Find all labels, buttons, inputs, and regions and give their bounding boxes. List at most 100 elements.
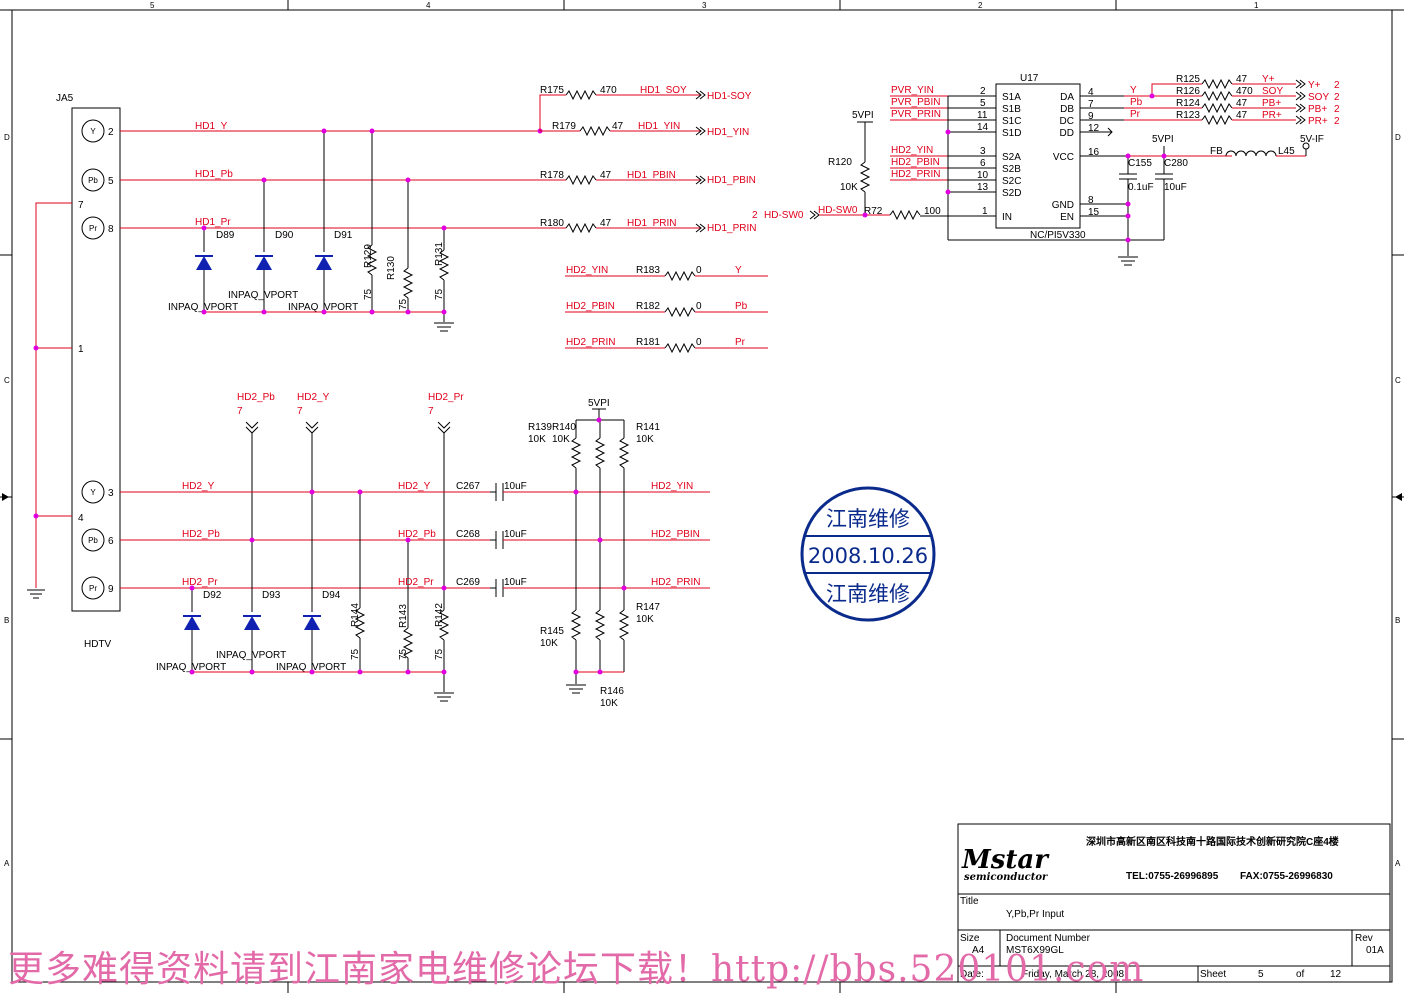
net-label: Pb (735, 301, 748, 312)
ic-pin-number: 2 (980, 86, 986, 97)
net-label: PVR_YIN (891, 85, 934, 96)
resistor-value: 10K (636, 614, 654, 625)
net-label: HD2_Y (398, 481, 431, 492)
resistor-ref: R183 (636, 265, 660, 276)
net-label: HD2_YIN (566, 265, 608, 276)
pin-number: 6 (108, 536, 114, 547)
sheet-date: Friday, March 28, 2008 (1022, 969, 1125, 980)
net-label: HD2_YIN (891, 145, 933, 156)
net-label: HD2_Pb (182, 529, 220, 540)
resistor-value: 10K (552, 434, 570, 445)
tvs-diode-d92 (183, 588, 201, 672)
pin-number: 4 (78, 513, 84, 524)
ic-pin-name: S1A (1002, 92, 1021, 103)
ground-symbol (434, 322, 454, 332)
ic-pin-name: DB (1060, 104, 1074, 115)
stamp-date: 2008.10.26 (808, 544, 928, 568)
resistor-value: 47 (612, 121, 624, 132)
capacitor-ref: C155 (1128, 158, 1152, 169)
capacitor-c155 (1119, 173, 1137, 180)
resistor-ref: R178 (540, 170, 564, 181)
resistor-ref: R124 (1176, 98, 1200, 109)
resistor-value: 470 (600, 85, 617, 96)
ic-pin-name: IN (1002, 212, 1012, 223)
resistor-value: 47 (600, 218, 612, 229)
resistor-value: 75 (398, 298, 409, 310)
date-label: Date: (960, 969, 984, 980)
net-label: HD2_PBIN (651, 529, 700, 540)
ic-pin-number: 15 (1088, 207, 1100, 218)
frame-row-label: C (4, 376, 10, 385)
offpage-port: HD1-SOY (707, 91, 752, 102)
rev-label: Rev (1355, 933, 1373, 944)
resistor-r178 (565, 175, 597, 185)
resistor-value: 75 (363, 288, 374, 300)
resistor-r130 (403, 267, 413, 299)
ic-pin-number: 12 (1088, 123, 1100, 134)
resistor-value: 47 (1236, 110, 1248, 121)
resistor-ref: R139 (528, 422, 552, 433)
resistor-r125 (1201, 79, 1233, 89)
ic-pin-name: S2D (1002, 188, 1021, 199)
component-type: FB (1210, 146, 1223, 157)
ic-pin-number: 8 (1088, 195, 1094, 206)
resistor-value: 0 (696, 265, 702, 276)
resistor-r120 (860, 161, 870, 193)
ic-ref: U17 (1020, 73, 1039, 84)
resistor-ref: R72 (864, 206, 883, 217)
net-label: Pb (1130, 97, 1143, 108)
resistor-ref: R181 (636, 337, 660, 348)
port-number: 2 (1334, 92, 1340, 103)
port-number: 7 (428, 406, 434, 417)
capacitor-ref: C280 (1164, 158, 1188, 169)
ic-pin-number: 5 (980, 98, 986, 109)
frame-row-label: B (1395, 616, 1400, 625)
port-number: 7 (297, 406, 303, 417)
offpage-port: SOY (1308, 92, 1329, 103)
net-label: Y+ (1262, 74, 1275, 85)
net-label: PR+ (1262, 110, 1282, 121)
net-label: HD1_Pr (195, 217, 231, 228)
resistor-value: 10K (528, 434, 546, 445)
resistor-ref: R131 (434, 242, 445, 266)
capacitor-value: 10uF (504, 577, 527, 588)
frame-row-label: A (1395, 859, 1401, 868)
tvs-diode-d89 (195, 228, 213, 312)
diode-part-label: INPAQ_VPORT (228, 290, 298, 301)
capacitor-ref: C268 (456, 529, 480, 540)
title-block: Mstar semiconductor 深圳市高新区南区科技南十路国际技术创新研… (957, 823, 1391, 983)
ground-symbol (434, 692, 454, 702)
resistor-ref: R146 (600, 686, 624, 697)
connector-ja5: JA5 HDTV Y Pb Pr Y Pb Pr 2 5 8 3 6 9 7 1… (27, 93, 121, 650)
net-label: HD1_PBIN (627, 170, 676, 181)
ic-pin-name: S1B (1002, 104, 1021, 115)
resistor-value: 100 (924, 206, 941, 217)
frame-row-label: A (4, 859, 10, 868)
capacitor-ref: C267 (456, 481, 480, 492)
frame-col-label: 4 (426, 1, 431, 10)
ic-pin-name: VCC (1053, 152, 1074, 163)
net-label: HD2_PRIN (566, 337, 615, 348)
ic-pin-number: 6 (980, 158, 986, 169)
port-name: HD2_Y (297, 392, 330, 403)
diode-ref: D90 (275, 230, 294, 241)
resistor-ref: R145 (540, 626, 564, 637)
resistor-ref: R179 (552, 121, 576, 132)
diode-ref: D92 (203, 590, 222, 601)
net-label: PB+ (1262, 98, 1281, 109)
resistor-ref: R140 (552, 422, 576, 433)
video-switch-u17: U17 NC/PI5V330 S1A S1B S1C S1D S2A S2B S… (752, 73, 1340, 266)
diode-ref: D91 (334, 230, 353, 241)
resistor-value: 0 (696, 337, 702, 348)
ic-pin-number: 11 (977, 110, 988, 121)
resistor-r124 (1201, 103, 1233, 113)
ic-pin-number: 10 (977, 170, 989, 181)
stamp-bottom-text: 江南维修 (826, 582, 910, 606)
tvs-diode-d90 (255, 180, 273, 312)
offpage-port: HD1_PRIN (707, 223, 756, 234)
capacitor-c269 (495, 579, 504, 597)
resistor-ref: R175 (540, 85, 564, 96)
net-label: HD1_YIN (638, 121, 680, 132)
offpage-port: PB+ (1308, 104, 1327, 115)
